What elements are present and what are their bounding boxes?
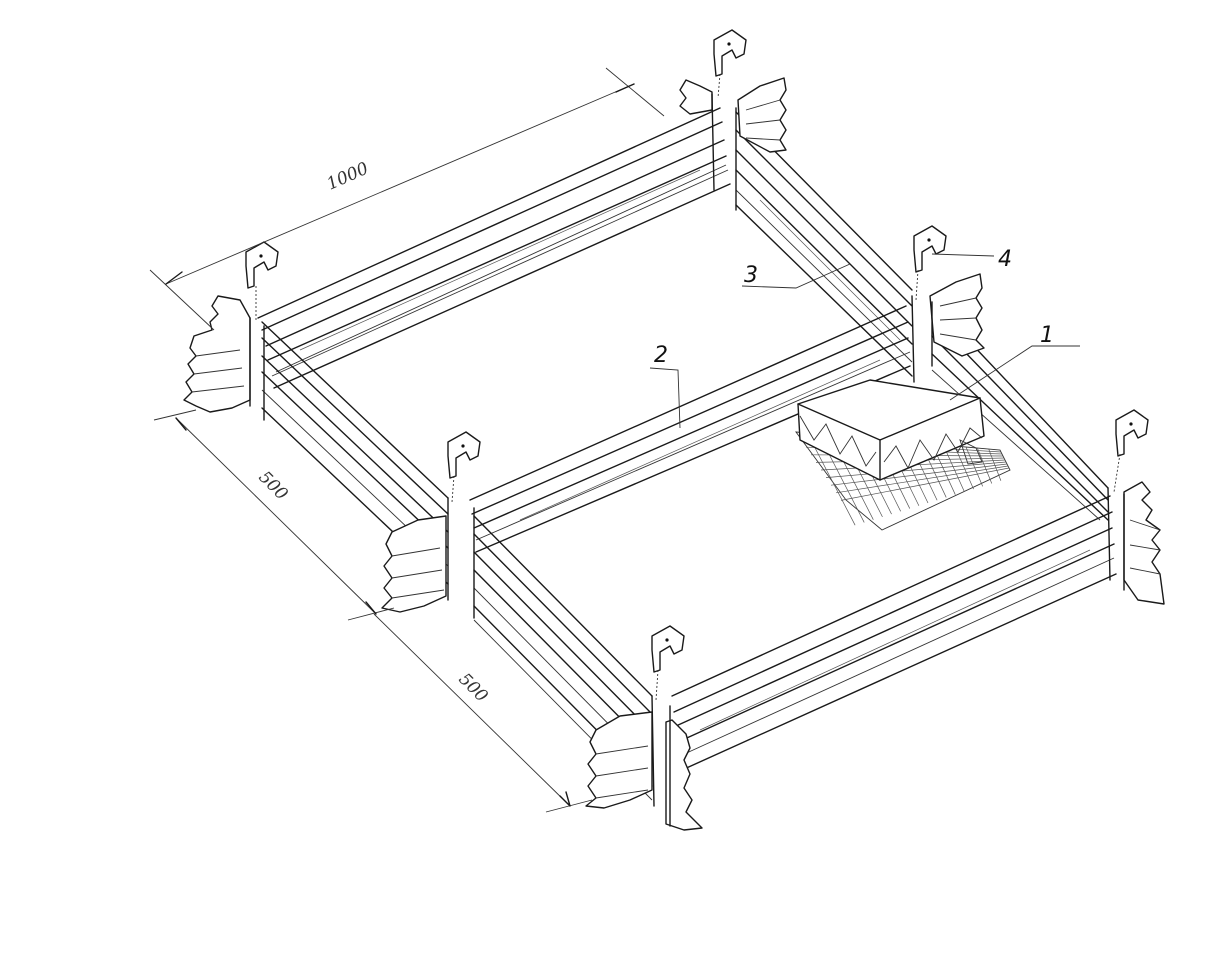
dimension-left: 500 [254,467,291,504]
mesh-line [840,467,1010,501]
mesh-line [965,446,983,487]
dimension-bottom: 500 [454,669,491,706]
label-bracket: 4 [998,247,1012,272]
mesh-line [977,447,993,484]
leaders [649,253,1080,429]
dimension-top: 1000 [324,159,372,195]
mesh-line [988,448,1002,481]
wall-end-b [679,77,787,153]
posts [249,93,1125,827]
mesh-line [825,461,1007,478]
wall-end-c [929,273,985,357]
wall-end-a [183,295,251,413]
back-wall [257,107,731,389]
label-rail: 3 [744,263,758,288]
label-divider: 2 [654,343,668,368]
right-back-wall [735,111,913,377]
wall-end-e [585,711,703,831]
mesh-line [943,444,965,493]
label-block: 1 [1040,323,1054,348]
mesh-line [954,445,974,490]
mesh-line [835,465,1009,494]
dimension-lines [149,67,665,813]
mesh-line [830,463,1008,486]
front-wall [671,495,1117,771]
wall-end-f [1123,481,1165,605]
wall-end-d [381,515,447,613]
brackets [245,29,1149,701]
block [797,379,985,481]
